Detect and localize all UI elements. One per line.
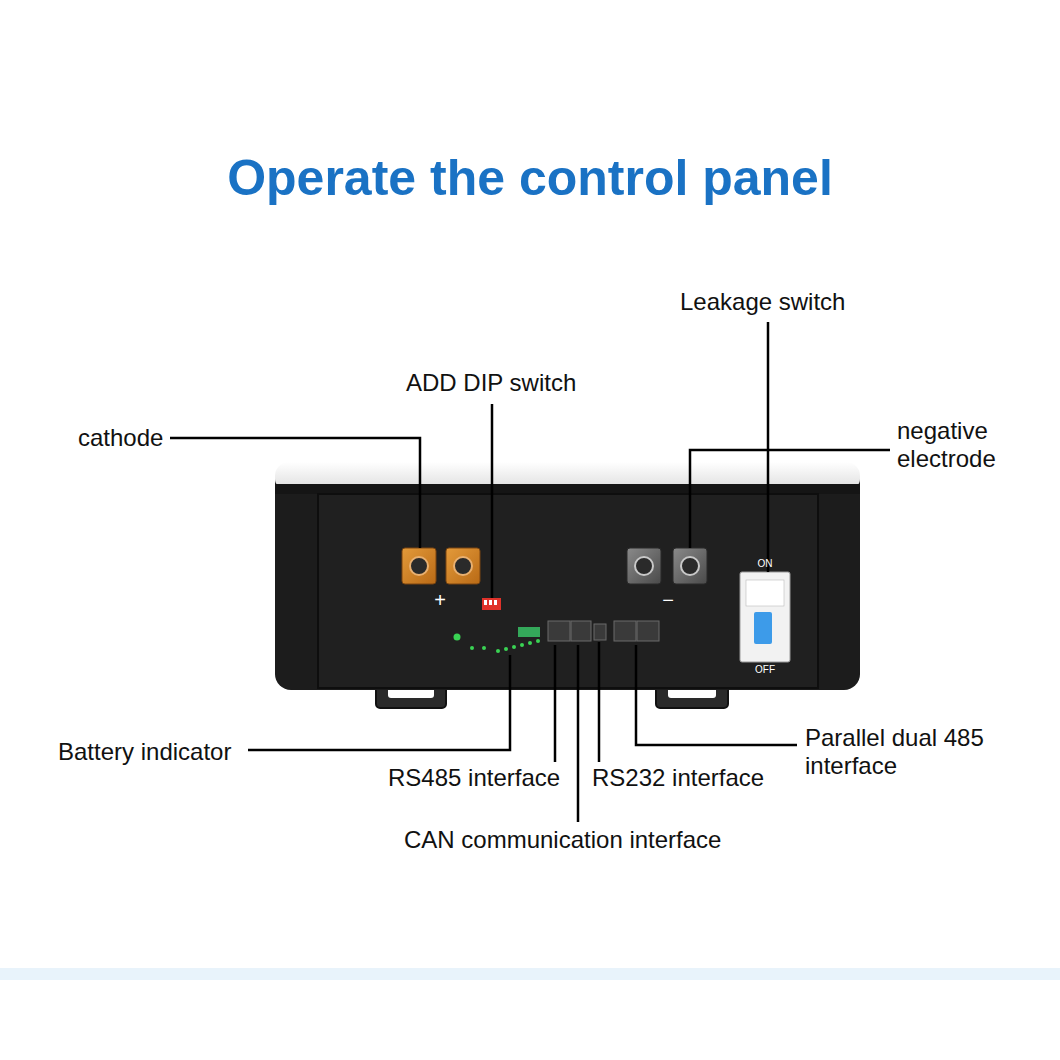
terminal-socket [635,557,653,575]
soc-led [504,647,508,651]
power-led [454,634,461,641]
leader-line [690,450,890,548]
leader-line [767,322,770,572]
rj45-port [548,621,570,641]
switch-state: OFF [750,665,780,675]
terminal [402,548,436,584]
leader-line [170,438,420,548]
leader-line [636,645,797,745]
status-led [470,646,474,650]
port-label: Parallel dual 485 interface [805,724,1025,780]
part-label: Leakage switch [680,288,880,316]
breaker-toggle [754,612,772,644]
part-label: cathode [78,424,188,452]
dip-key [489,600,492,605]
switch-state: ON [750,559,780,569]
port-label: CAN communication interface [404,826,764,854]
leader-line [248,655,510,750]
bottom-band [0,968,1060,980]
rj45-port [637,621,659,641]
soc-led [512,645,516,649]
ports [548,621,659,641]
polarity-mark: − [656,590,680,610]
front-panel [318,494,818,688]
part-label: Battery indicator [58,738,258,766]
terminal-block [518,627,540,637]
soc-led [536,639,540,643]
part-label: ADD DIP switch [406,369,606,397]
rj45-port [571,621,591,641]
terminal [627,548,661,584]
leader-line [491,404,494,598]
soc-led [496,649,500,653]
dip-keys [484,600,497,605]
rs232-port [594,624,606,640]
terminal-socket [410,557,428,575]
port-label: RS485 interface [388,764,578,792]
rj45-port [614,621,636,641]
status-led [482,646,486,650]
leader-line [598,642,601,762]
housing [275,468,860,690]
leader-line [577,645,580,822]
part-label: negative electrode [897,417,1027,473]
dip-key [494,600,497,605]
soc-led [528,641,532,645]
dip-key [484,600,487,605]
port-label: RS232 interface [592,764,782,792]
page-title: Operate the control panel [0,148,1060,208]
terminal [673,548,707,584]
positive-terminals [402,548,480,584]
breaker-label [746,580,784,606]
polarity-mark: + [428,590,452,610]
negative-terminals [627,548,707,584]
leader-line [554,645,557,762]
soc-leds [496,639,540,653]
terminal-socket [681,557,699,575]
terminal-socket [454,557,472,575]
leakage-breaker [740,572,790,662]
leader-lines [170,322,890,822]
housing-band [275,484,860,494]
soc-led [520,643,524,647]
terminal [446,548,480,584]
dip-switch [482,598,501,610]
